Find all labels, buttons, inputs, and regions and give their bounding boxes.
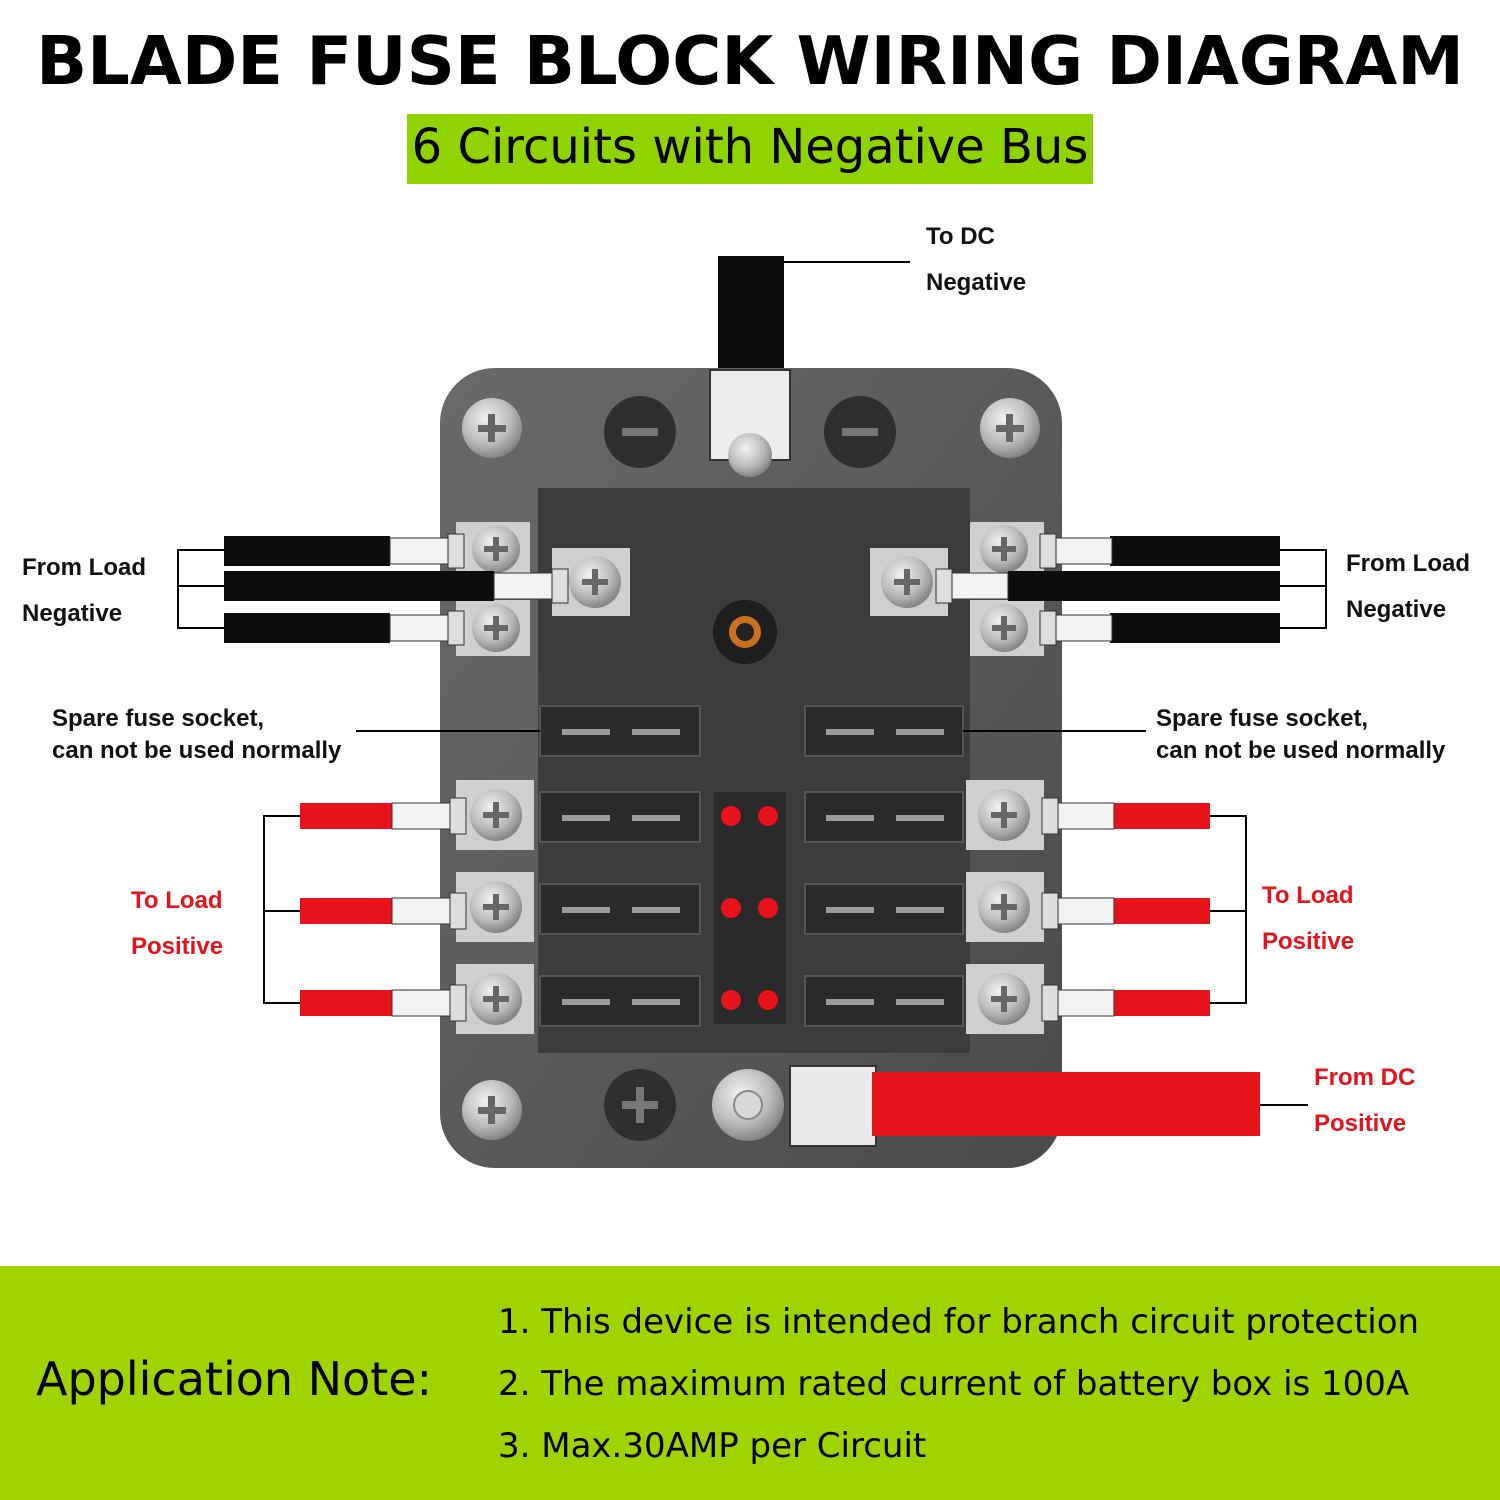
load-positive-wires-right bbox=[1041, 797, 1210, 1022]
pos-terminal-right-1 bbox=[966, 780, 1044, 850]
diagram-subtitle: 6 Circuits with Negative Bus bbox=[407, 114, 1093, 184]
label-spare-socket-right: Spare fuse socket, can not be used norma… bbox=[1156, 703, 1445, 767]
diagram-title: BLADE FUSE BLOCK WIRING DIAGRAM bbox=[36, 22, 1464, 100]
label-line: Negative bbox=[22, 600, 123, 627]
label-to-dc-negative: To DC Negative bbox=[926, 214, 1026, 306]
mount-screw-tr bbox=[980, 398, 1040, 458]
fuse-block-illustration bbox=[177, 256, 1327, 1168]
led-indicator-strip bbox=[714, 792, 786, 1024]
label-line: Positive bbox=[131, 933, 224, 960]
label-to-load-positive-left: To Load Positive bbox=[131, 878, 223, 970]
fuse-socket-row1-left bbox=[539, 791, 701, 843]
fuse-socket-row2-left bbox=[539, 883, 701, 935]
application-note-item: 2. The maximum rated current of battery … bbox=[498, 1364, 1410, 1404]
fuse-socket-row2-right bbox=[804, 883, 964, 935]
spare-fuse-socket-left bbox=[539, 705, 701, 757]
pos-terminal-left-2 bbox=[456, 872, 534, 942]
dc-positive-cable bbox=[789, 1065, 1260, 1147]
pos-terminal-left-3 bbox=[456, 964, 534, 1034]
neg-terminal-right-inner bbox=[870, 548, 948, 616]
application-note-panel bbox=[0, 1266, 1500, 1500]
label-line: From Load bbox=[22, 554, 146, 581]
pos-terminal-right-3 bbox=[966, 964, 1044, 1034]
fuse-socket-row3-right bbox=[804, 975, 964, 1027]
fuse-socket-row3-left bbox=[539, 975, 701, 1027]
label-line: Positive bbox=[1314, 1110, 1407, 1137]
neg-terminal-left-lower bbox=[456, 600, 530, 656]
label-line: Negative bbox=[1346, 596, 1447, 623]
application-note-item: 3. Max.30AMP per Circuit bbox=[498, 1426, 927, 1466]
mount-screw-bl bbox=[462, 1080, 522, 1140]
pos-terminal-left-1 bbox=[456, 780, 534, 850]
label-line: To Load bbox=[1262, 882, 1354, 909]
label-line: To DC bbox=[926, 223, 995, 250]
label-from-load-negative-left: From Load Negative bbox=[22, 545, 146, 637]
pos-terminal-right-2 bbox=[966, 872, 1044, 942]
load-negative-wires-left bbox=[224, 533, 569, 646]
label-line: Spare fuse socket, bbox=[52, 705, 265, 732]
label-to-load-positive-right: To Load Positive bbox=[1262, 873, 1354, 965]
load-positive-wires-left bbox=[300, 797, 467, 1022]
label-line: Positive bbox=[1262, 928, 1355, 955]
label-line: Negative bbox=[926, 269, 1027, 296]
label-spare-socket-left: Spare fuse socket, can not be used norma… bbox=[52, 703, 341, 767]
application-note-item: 1. This device is intended for branch ci… bbox=[498, 1302, 1420, 1342]
fuse-socket-row1-right bbox=[804, 791, 964, 843]
label-line: Spare fuse socket, bbox=[1156, 705, 1369, 732]
label-line: From Load bbox=[1346, 550, 1470, 577]
dc-negative-cable bbox=[718, 256, 784, 376]
load-negative-wires-right bbox=[935, 533, 1280, 646]
neg-terminal-right-lower bbox=[970, 600, 1044, 656]
label-from-dc-positive: From DC Positive bbox=[1314, 1055, 1415, 1147]
spare-fuse-socket-right bbox=[804, 705, 964, 757]
label-from-load-negative-right: From Load Negative bbox=[1346, 541, 1470, 633]
mount-screw-tl bbox=[462, 398, 522, 458]
label-line: To Load bbox=[131, 887, 223, 914]
neg-terminal-left-upper bbox=[456, 522, 530, 578]
label-line: can not be used normally bbox=[52, 737, 342, 764]
label-line: From DC bbox=[1314, 1064, 1416, 1091]
label-line: can not be used normally bbox=[1156, 737, 1446, 764]
application-note-title: Application Note: bbox=[36, 1352, 433, 1406]
neg-terminal-right-upper bbox=[970, 522, 1044, 578]
